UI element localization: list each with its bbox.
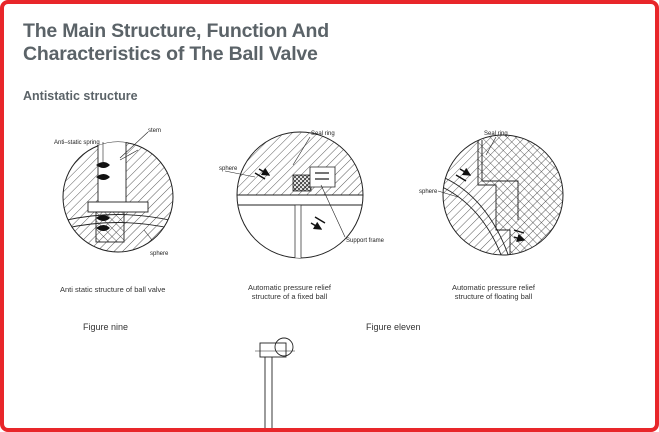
figure-fixed-ball-diagram: Seal ring sphere Support frame <box>219 131 385 259</box>
label-antistatic-spring: Anti–static spring <box>54 140 100 146</box>
label-sphere: sphere <box>419 189 438 195</box>
label-seal-ring: Seal ring <box>484 131 508 137</box>
figure-antistatic-diagram: stem Anti–static spring sphere <box>54 128 174 257</box>
title-line-1: The Main Structure, Function And <box>23 20 329 42</box>
figure-label-nine: Figure nine <box>83 322 129 332</box>
caption-floating-ball: Automatic pressure relief structure of f… <box>452 283 535 301</box>
figure-partial-stem-diagram <box>255 337 295 432</box>
label-sphere: sphere <box>150 251 169 257</box>
title-line-2: Characteristics of The Ball Valve <box>23 43 318 65</box>
label-support-frame: Support frame <box>346 238 385 244</box>
figure-label-eleven: Figure eleven <box>366 322 421 332</box>
caption-fixed-ball: Automatic pressure relief structure of a… <box>248 283 331 301</box>
label-stem: stem <box>148 128 161 134</box>
label-seal-ring: Seal ring <box>311 131 335 137</box>
section-heading: Antistatic structure <box>23 89 138 103</box>
caption-antistatic: Anti static structure of ball valve <box>60 285 166 294</box>
figure-floating-ball-diagram: Seal ring sphere <box>419 131 564 256</box>
page-title: The Main Structure, Function And Charact… <box>23 20 329 66</box>
label-sphere: sphere <box>219 166 238 172</box>
